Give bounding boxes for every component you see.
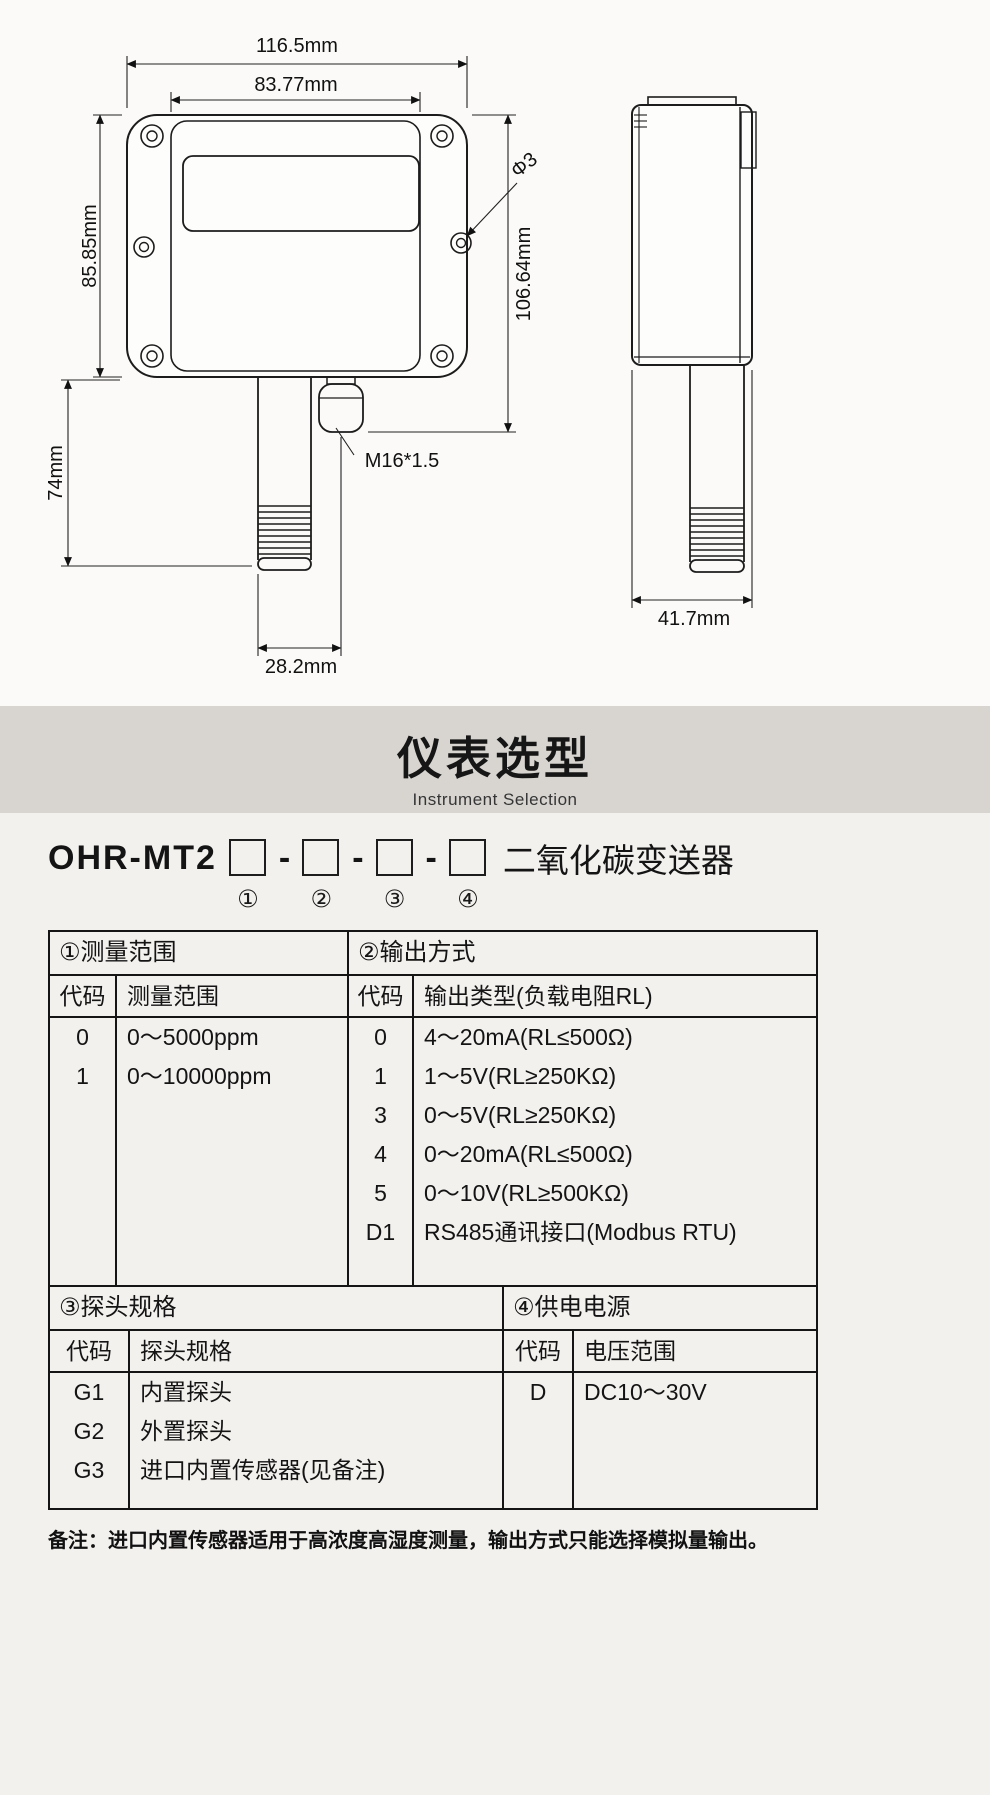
dim-probe-offset-label: 28.2mm bbox=[265, 656, 337, 678]
probe-value: 外置探头 bbox=[140, 1418, 232, 1444]
side-view bbox=[631, 96, 757, 573]
probe-body: G1 G2 G3 内置探头 外置探头 进口内置传感器(见备注) bbox=[50, 1373, 502, 1508]
model-box-3 bbox=[375, 839, 413, 876]
output-body: 0 1 3 4 5 D1 4～20mA(RL≤500Ω) 1～5V(RL≥250… bbox=[349, 1018, 816, 1285]
model-box-4 bbox=[448, 839, 486, 876]
probe-code-header: 代码 bbox=[50, 1331, 130, 1371]
section-title-band: 仪表选型 Instrument Selection bbox=[0, 706, 990, 813]
model-prefix: OHR-MT2 bbox=[48, 838, 217, 877]
range-title: ①测量范围 bbox=[50, 932, 347, 976]
output-title: ②输出方式 bbox=[349, 932, 816, 976]
probe-value-header: 探头规格 bbox=[140, 1338, 232, 1364]
dim-gland-thread-label: M16*1.5 bbox=[365, 450, 440, 472]
dim-hole-diameter-label: Φ3 bbox=[507, 148, 542, 182]
output-code: D1 bbox=[365, 1219, 396, 1245]
range-body: 0 1 0～5000ppm 0～10000ppm bbox=[50, 1018, 347, 1285]
probe-column: ③探头规格 代码 探头规格 G1 G2 G3 内置探头 外置探头 进口内置传感器… bbox=[50, 1287, 502, 1508]
power-column: ④供电电源 代码 电压范围 D DC10～30V bbox=[502, 1287, 816, 1508]
front-dimension-lines bbox=[61, 56, 518, 656]
output-code: 0 bbox=[374, 1024, 387, 1050]
output-code: 1 bbox=[374, 1063, 387, 1089]
selection-section: OHR-MT2 ① - ② - ③ - ④ 二氧化碳变送器 ①测量范围 代码 bbox=[0, 813, 990, 1795]
probe-value: 进口内置传感器(见备注) bbox=[140, 1457, 386, 1483]
output-value: 4～20mA(RL≤500Ω) bbox=[424, 1024, 633, 1050]
output-value: 0～20mA(RL≤500Ω) bbox=[424, 1141, 633, 1167]
probe-code: G1 bbox=[73, 1379, 105, 1405]
front-probe bbox=[257, 377, 312, 571]
output-code: 4 bbox=[374, 1141, 387, 1167]
model-dash: - bbox=[352, 838, 364, 877]
dim-body-width-label: 83.77mm bbox=[254, 74, 337, 96]
display-window bbox=[182, 155, 420, 232]
section-title-en: Instrument Selection bbox=[412, 790, 578, 809]
range-value: 0～10000ppm bbox=[127, 1063, 272, 1089]
range-column: ①测量范围 代码 测量范围 0 1 0～5000ppm 0～10000ppm bbox=[50, 932, 347, 1285]
power-code: D bbox=[529, 1379, 547, 1405]
power-body: D DC10～30V bbox=[504, 1373, 816, 1508]
output-subheader: 代码 输出类型(负载电阻RL) bbox=[349, 976, 816, 1018]
probe-subheader: 代码 探头规格 bbox=[50, 1331, 502, 1373]
power-value: DC10～30V bbox=[584, 1379, 707, 1405]
model-dash: - bbox=[425, 838, 437, 877]
output-value-header: 输出类型(负载电阻RL) bbox=[424, 983, 653, 1009]
dimension-drawing: 116.5mm 83.77mm 85.85mm 74mm 106.64mm Φ3… bbox=[45, 35, 757, 678]
probe-code: G2 bbox=[73, 1418, 105, 1444]
side-dimension-labels: 41.7mm bbox=[658, 608, 730, 630]
model-slot-1: ① bbox=[228, 839, 267, 913]
model-box-2 bbox=[302, 839, 340, 876]
power-title: ④供电电源 bbox=[504, 1287, 816, 1331]
dim-total-height-label: 106.64mm bbox=[513, 227, 535, 322]
front-view bbox=[126, 114, 472, 571]
output-code: 5 bbox=[374, 1180, 387, 1206]
dim-depth-label: 41.7mm bbox=[658, 608, 730, 630]
dim-total-width-label: 116.5mm bbox=[256, 35, 338, 57]
footnote: 备注：进口内置传感器适用于高浓度高湿度测量，输出方式只能选择模拟量输出。 bbox=[48, 1530, 768, 1552]
range-code-header: 代码 bbox=[50, 976, 117, 1016]
range-code: 0 bbox=[76, 1024, 89, 1050]
model-slot-3: ③ bbox=[375, 839, 414, 913]
range-code: 1 bbox=[76, 1063, 89, 1089]
model-slot-4: ④ bbox=[448, 839, 487, 913]
dim-probe-length-label: 74mm bbox=[45, 445, 67, 501]
model-code-line: OHR-MT2 ① - ② - ③ - ④ 二氧化碳变送器 bbox=[48, 838, 734, 914]
power-subheader: 代码 电压范围 bbox=[504, 1331, 816, 1373]
range-subheader: 代码 测量范围 bbox=[50, 976, 347, 1018]
output-column: ②输出方式 代码 输出类型(负载电阻RL) 0 1 3 4 5 D1 4 bbox=[347, 932, 816, 1285]
range-value-header: 测量范围 bbox=[127, 983, 219, 1009]
model-position-2: ② bbox=[310, 886, 332, 913]
output-code-header: 代码 bbox=[349, 976, 414, 1016]
side-probe bbox=[689, 365, 745, 573]
model-suffix: 二氧化碳变送器 bbox=[502, 842, 734, 879]
front-dimension-labels: 116.5mm 83.77mm 85.85mm 74mm 106.64mm Φ3… bbox=[45, 35, 542, 678]
range-value: 0～5000ppm bbox=[127, 1024, 259, 1050]
selection-table: ①测量范围 代码 测量范围 0 1 0～5000ppm 0～10000ppm bbox=[48, 930, 818, 1510]
output-value: 0～10V(RL≥500KΩ) bbox=[424, 1180, 629, 1206]
side-dimension-lines bbox=[631, 370, 753, 608]
model-box-1 bbox=[228, 839, 266, 876]
output-value: 0～5V(RL≥250KΩ) bbox=[424, 1102, 617, 1128]
screw-holes bbox=[133, 124, 472, 368]
probe-value: 内置探头 bbox=[140, 1379, 232, 1405]
dimension-drawing-section: 116.5mm 83.77mm 85.85mm 74mm 106.64mm Φ3… bbox=[0, 0, 990, 706]
model-slot-2: ② bbox=[302, 839, 340, 913]
power-code-header: 代码 bbox=[504, 1331, 574, 1371]
cable-gland bbox=[318, 376, 364, 433]
probe-code: G3 bbox=[73, 1457, 105, 1483]
output-value: 1～5V(RL≥250KΩ) bbox=[424, 1063, 617, 1089]
model-position-1: ① bbox=[237, 886, 259, 913]
section-title-zh: 仪表选型 bbox=[396, 733, 593, 784]
output-code: 3 bbox=[374, 1102, 387, 1128]
power-value-header: 电压范围 bbox=[584, 1338, 676, 1364]
dim-body-height-label: 85.85mm bbox=[79, 204, 101, 287]
model-dash: - bbox=[278, 838, 291, 877]
model-position-3: ③ bbox=[383, 886, 406, 913]
model-position-4: ④ bbox=[457, 886, 479, 913]
probe-title: ③探头规格 bbox=[50, 1287, 502, 1331]
output-value: RS485通讯接口(Modbus RTU) bbox=[424, 1219, 737, 1245]
